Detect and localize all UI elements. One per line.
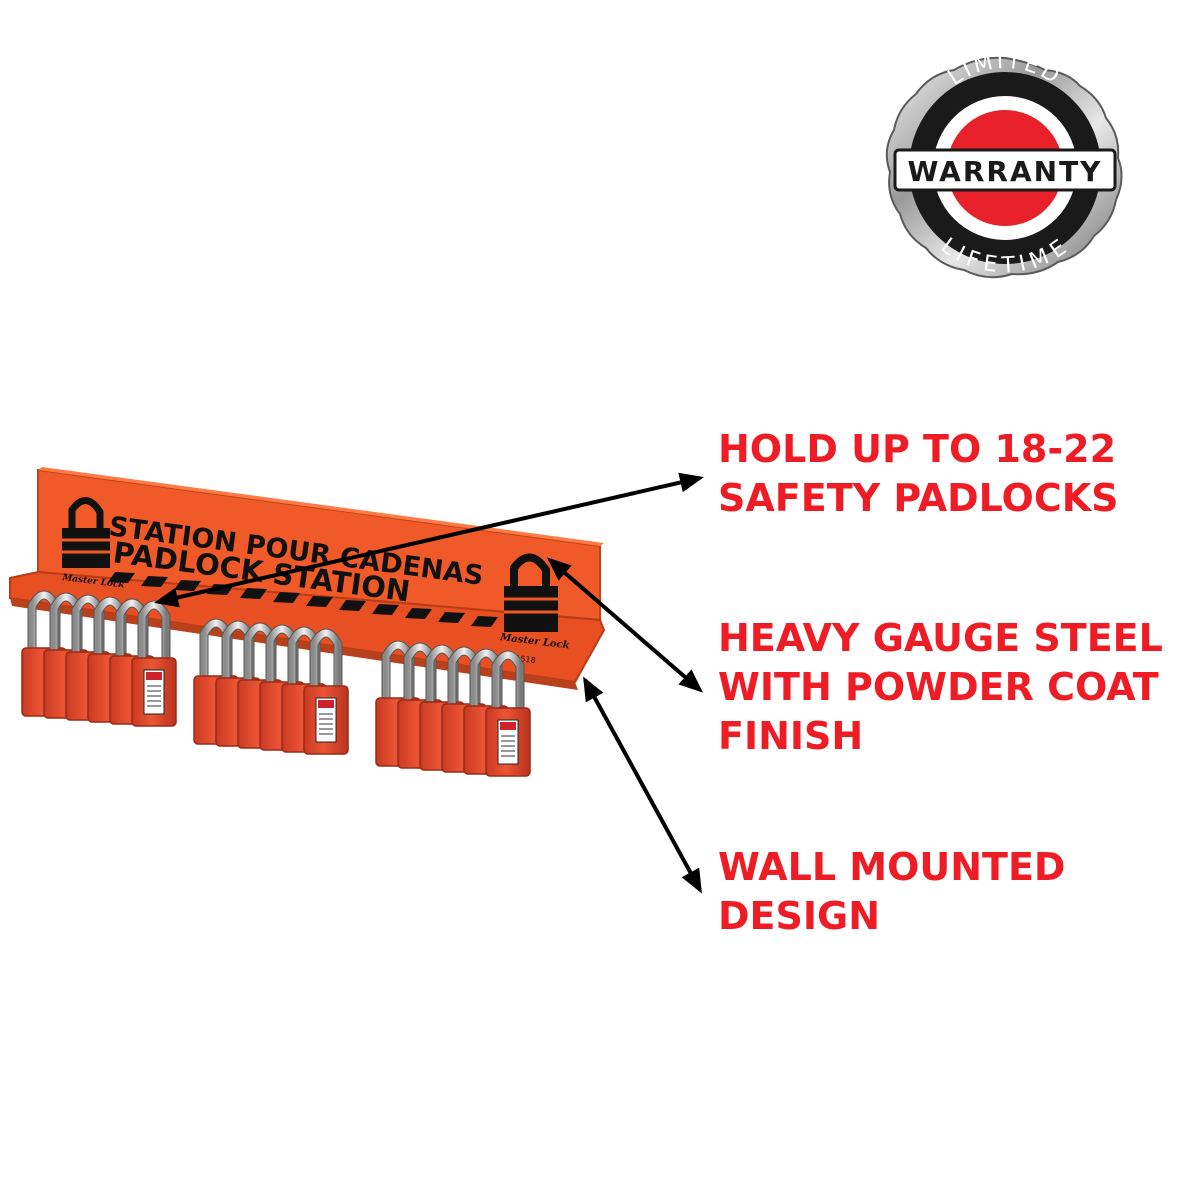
feature-capacity-line-2: SAFETY PADLOCKS (718, 476, 1119, 520)
padlock-shackle (492, 651, 524, 712)
padlock-shackle (138, 601, 170, 662)
callout-arrows (154, 472, 704, 894)
feature-capacity: HOLD UP TO 18-22 SAFETY PADLOCKS (718, 425, 1119, 523)
badge-center-text: WARRANTY (908, 155, 1103, 188)
danger-label (315, 697, 337, 743)
feature-material-line-2: WITH POWDER COAT (718, 665, 1159, 709)
arrow-capacity (154, 472, 704, 608)
padlock-group-1 (21, 590, 177, 727)
padlock-groups (21, 590, 531, 777)
feature-mounting-line-2: DESIGN (718, 894, 881, 938)
padlock-group-3 (375, 640, 531, 777)
feature-material-line-3: FINISH (718, 714, 864, 758)
arrow-steel (546, 557, 704, 693)
danger-label (497, 719, 519, 765)
badge-band (893, 148, 1117, 192)
warranty-badge: WARRANTY LIMITED LIFETIME (885, 49, 1123, 279)
padlock-shackle (310, 629, 342, 690)
feature-mounting: WALL MOUNTED DESIGN (718, 843, 1065, 941)
feature-mounting-line-1: WALL MOUNTED (718, 845, 1066, 889)
padlock (131, 600, 177, 727)
arrow-mount (583, 676, 702, 894)
feature-material: HEAVY GAUGE STEEL WITH POWDER COAT FINIS… (718, 614, 1163, 761)
padlock-station: Master Lock Master Lock S1518 STATION PO… (9, 467, 606, 777)
feature-material-line-1: HEAVY GAUGE STEEL (718, 616, 1163, 660)
master-lock-logo-left (62, 497, 110, 568)
danger-label (143, 669, 165, 715)
padlock (303, 628, 349, 755)
feature-capacity-line-1: HOLD UP TO 18-22 (718, 427, 1117, 471)
padlock (485, 650, 531, 777)
padlock-group-2 (193, 618, 349, 755)
